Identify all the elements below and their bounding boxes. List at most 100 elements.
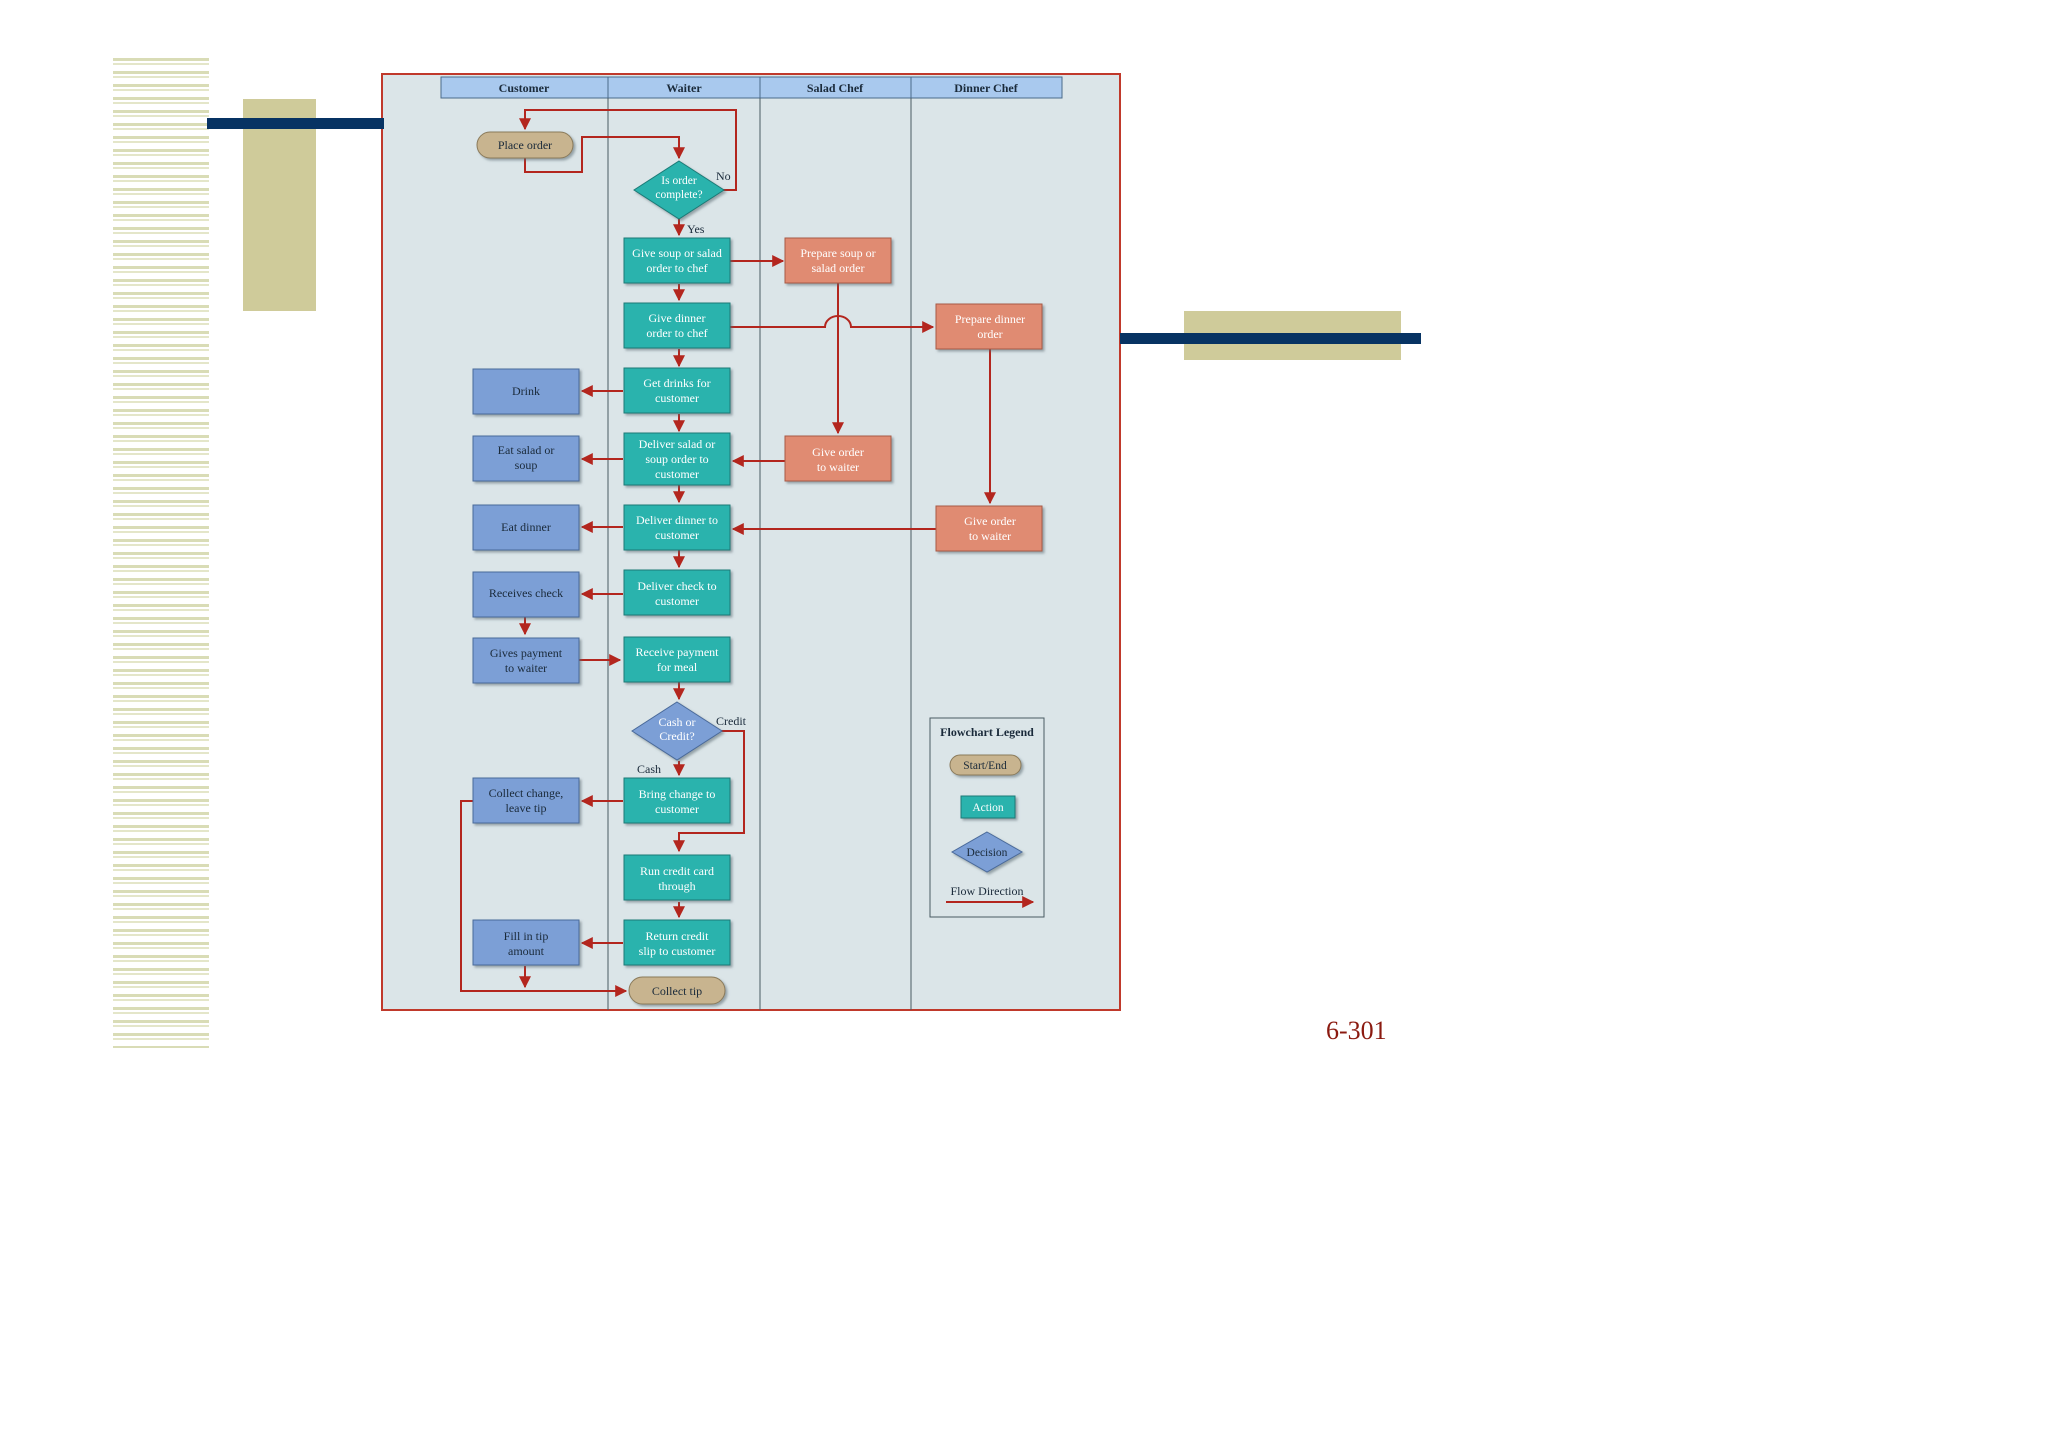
- legend-decision-label: Decision: [967, 847, 1008, 859]
- edge-label-yes: Yes: [687, 222, 705, 236]
- node-deliver-salad-soup: [623, 432, 731, 486]
- svg-text:order to chef: order to chef: [646, 326, 707, 340]
- edge-label-cash: Cash: [637, 762, 661, 776]
- svg-text:complete?: complete?: [655, 189, 702, 201]
- svg-text:Credit?: Credit?: [659, 729, 694, 743]
- svg-text:Return credit: Return credit: [646, 929, 710, 943]
- svg-text:to waiter: to waiter: [969, 529, 1011, 543]
- svg-text:Eat salad or: Eat salad or: [498, 443, 555, 457]
- svg-text:Cash or: Cash or: [659, 715, 696, 729]
- swimlane-flowchart: Customer Waiter Salad Chef Dinner Chef: [381, 73, 1121, 1011]
- node-run-credit-card: [623, 854, 731, 901]
- node-collect-change: [472, 777, 580, 824]
- svg-text:customer: customer: [655, 594, 699, 608]
- legend-action-label: Action: [972, 802, 1004, 814]
- node-deliver-check: [623, 569, 731, 616]
- node-deliver-dinner: [623, 504, 731, 551]
- arrow-decision-no: [519, 109, 737, 191]
- node-prepare-soup-salad: [784, 237, 892, 284]
- svg-text:leave tip: leave tip: [506, 801, 547, 815]
- legend-decision-shape: [950, 831, 1024, 873]
- svg-text:through: through: [658, 879, 695, 893]
- node-prepare-dinner: [935, 303, 1043, 350]
- page-number: 6-301: [1326, 1016, 1387, 1045]
- node-gives-payment: [472, 637, 580, 684]
- svg-text:order to chef: order to chef: [646, 261, 707, 275]
- svg-text:soup order to: soup order to: [645, 452, 708, 466]
- svg-text:Give soup or salad: Give soup or salad: [632, 246, 722, 260]
- edge-label-no: No: [716, 169, 731, 183]
- svg-text:customer: customer: [655, 528, 699, 542]
- lane-header-dinner-chef: [910, 76, 1063, 99]
- svg-text:Prepare dinner: Prepare dinner: [955, 312, 1025, 326]
- decorative-bar-right: [1120, 333, 1421, 344]
- svg-text:amount: amount: [508, 944, 545, 958]
- lane-headers: Customer Waiter Salad Chef Dinner Chef: [440, 76, 1063, 99]
- node-bring-change: [623, 777, 731, 824]
- flow-arrows: [460, 109, 996, 997]
- svg-text:customer: customer: [655, 802, 699, 816]
- svg-text:Give order: Give order: [812, 445, 864, 459]
- node-eat-salad-soup: [472, 435, 580, 482]
- svg-text:slip to customer: slip to customer: [639, 944, 716, 958]
- arrow-place-order-to-decision: [524, 136, 685, 173]
- lane-dividers: [607, 98, 912, 1010]
- svg-text:customer: customer: [655, 467, 699, 481]
- customer-lane-nodes: Place order Drink Eat salad or soup Eat …: [472, 131, 580, 966]
- svg-text:salad order: salad order: [812, 261, 865, 275]
- svg-text:Drink: Drink: [512, 384, 540, 398]
- node-place-order: [476, 131, 574, 159]
- node-cash-or-credit: [631, 701, 723, 761]
- svg-text:for meal: for meal: [657, 660, 698, 674]
- svg-text:Receive payment: Receive payment: [636, 645, 720, 659]
- lane-label-customer: Customer: [499, 81, 550, 95]
- svg-text:Fill in tip: Fill in tip: [504, 929, 549, 943]
- node-drink: [472, 368, 580, 415]
- node-salad-chef-give-order: [784, 435, 892, 482]
- legend-flow-direction-label: Flow Direction: [951, 884, 1024, 898]
- lane-label-salad-chef: Salad Chef: [807, 81, 864, 95]
- waiter-lane-nodes: Is order complete? Give soup or salad or…: [623, 160, 731, 1005]
- node-give-soup-salad-order: [623, 237, 731, 284]
- node-is-order-complete: [633, 160, 725, 220]
- svg-text:Run credit card: Run credit card: [640, 864, 714, 878]
- svg-text:Give dinner: Give dinner: [649, 311, 706, 325]
- decorative-bar-left: [207, 118, 384, 129]
- node-get-drinks: [623, 367, 731, 414]
- svg-text:Give order: Give order: [964, 514, 1016, 528]
- legend-title: Flowchart Legend: [940, 725, 1034, 739]
- svg-text:Gives payment: Gives payment: [490, 646, 563, 660]
- svg-text:Get drinks for: Get drinks for: [643, 376, 710, 390]
- node-return-credit-slip: [623, 919, 731, 966]
- salad-chef-lane-nodes: Prepare soup or salad order Give order t…: [784, 237, 892, 482]
- svg-text:Deliver check to: Deliver check to: [637, 579, 716, 593]
- svg-text:Prepare soup or: Prepare soup or: [800, 246, 875, 260]
- svg-text:Receives check: Receives check: [489, 586, 563, 600]
- legend-start-end-shape: [949, 754, 1022, 776]
- svg-text:to waiter: to waiter: [505, 661, 547, 675]
- lane-label-dinner-chef: Dinner Chef: [954, 81, 1018, 95]
- edge-label-credit: Credit: [716, 714, 747, 728]
- node-dinner-chef-give-order: [935, 505, 1043, 552]
- svg-text:order: order: [977, 327, 1002, 341]
- svg-text:Bring change to: Bring change to: [639, 787, 716, 801]
- dinner-chef-lane-nodes: Prepare dinner order Give order to waite…: [935, 303, 1043, 552]
- node-receives-check: [472, 571, 580, 618]
- lane-label-waiter: Waiter: [666, 81, 702, 95]
- svg-text:Deliver dinner to: Deliver dinner to: [636, 513, 718, 527]
- arrow-credit: [673, 730, 745, 853]
- decorative-block-left: [243, 99, 316, 311]
- legend-start-end-label: Start/End: [963, 760, 1007, 772]
- node-give-dinner-order: [623, 302, 731, 349]
- arrow-collect-change-to-collect-tip: [460, 800, 628, 997]
- svg-text:to waiter: to waiter: [817, 460, 859, 474]
- svg-text:Eat dinner: Eat dinner: [501, 520, 551, 534]
- svg-text:soup: soup: [515, 458, 538, 472]
- node-eat-dinner: [472, 504, 580, 551]
- node-fill-in-tip: [472, 919, 580, 966]
- svg-text:customer: customer: [655, 391, 699, 405]
- svg-text:Collect tip: Collect tip: [652, 984, 702, 998]
- flowchart-legend: Flowchart Legend Start/End Action Decisi…: [929, 717, 1045, 918]
- legend-action-shape: [960, 795, 1016, 819]
- svg-text:Deliver salad or: Deliver salad or: [639, 437, 716, 451]
